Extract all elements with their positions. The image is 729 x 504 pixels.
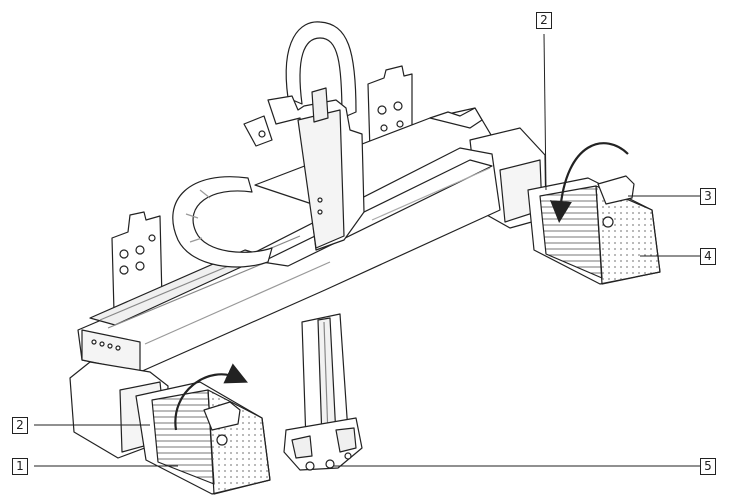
- callout-4: 4: [700, 248, 716, 265]
- rotation-arrow-icon: [174, 142, 629, 431]
- callout-2-left: 2: [12, 417, 28, 434]
- energy-chain: [172, 176, 273, 268]
- z-axis-carriage: [243, 21, 365, 251]
- servo-motor-left: [135, 381, 271, 495]
- callout-5: 5: [700, 458, 716, 475]
- leader-lines: [34, 33, 700, 467]
- callout-1: 1: [12, 458, 28, 475]
- callout-3: 3: [700, 188, 716, 205]
- servo-motor-right: [527, 175, 661, 285]
- mount-plate-left: [111, 211, 163, 313]
- gripper: [283, 417, 363, 471]
- callout-2-top: 2: [536, 12, 552, 29]
